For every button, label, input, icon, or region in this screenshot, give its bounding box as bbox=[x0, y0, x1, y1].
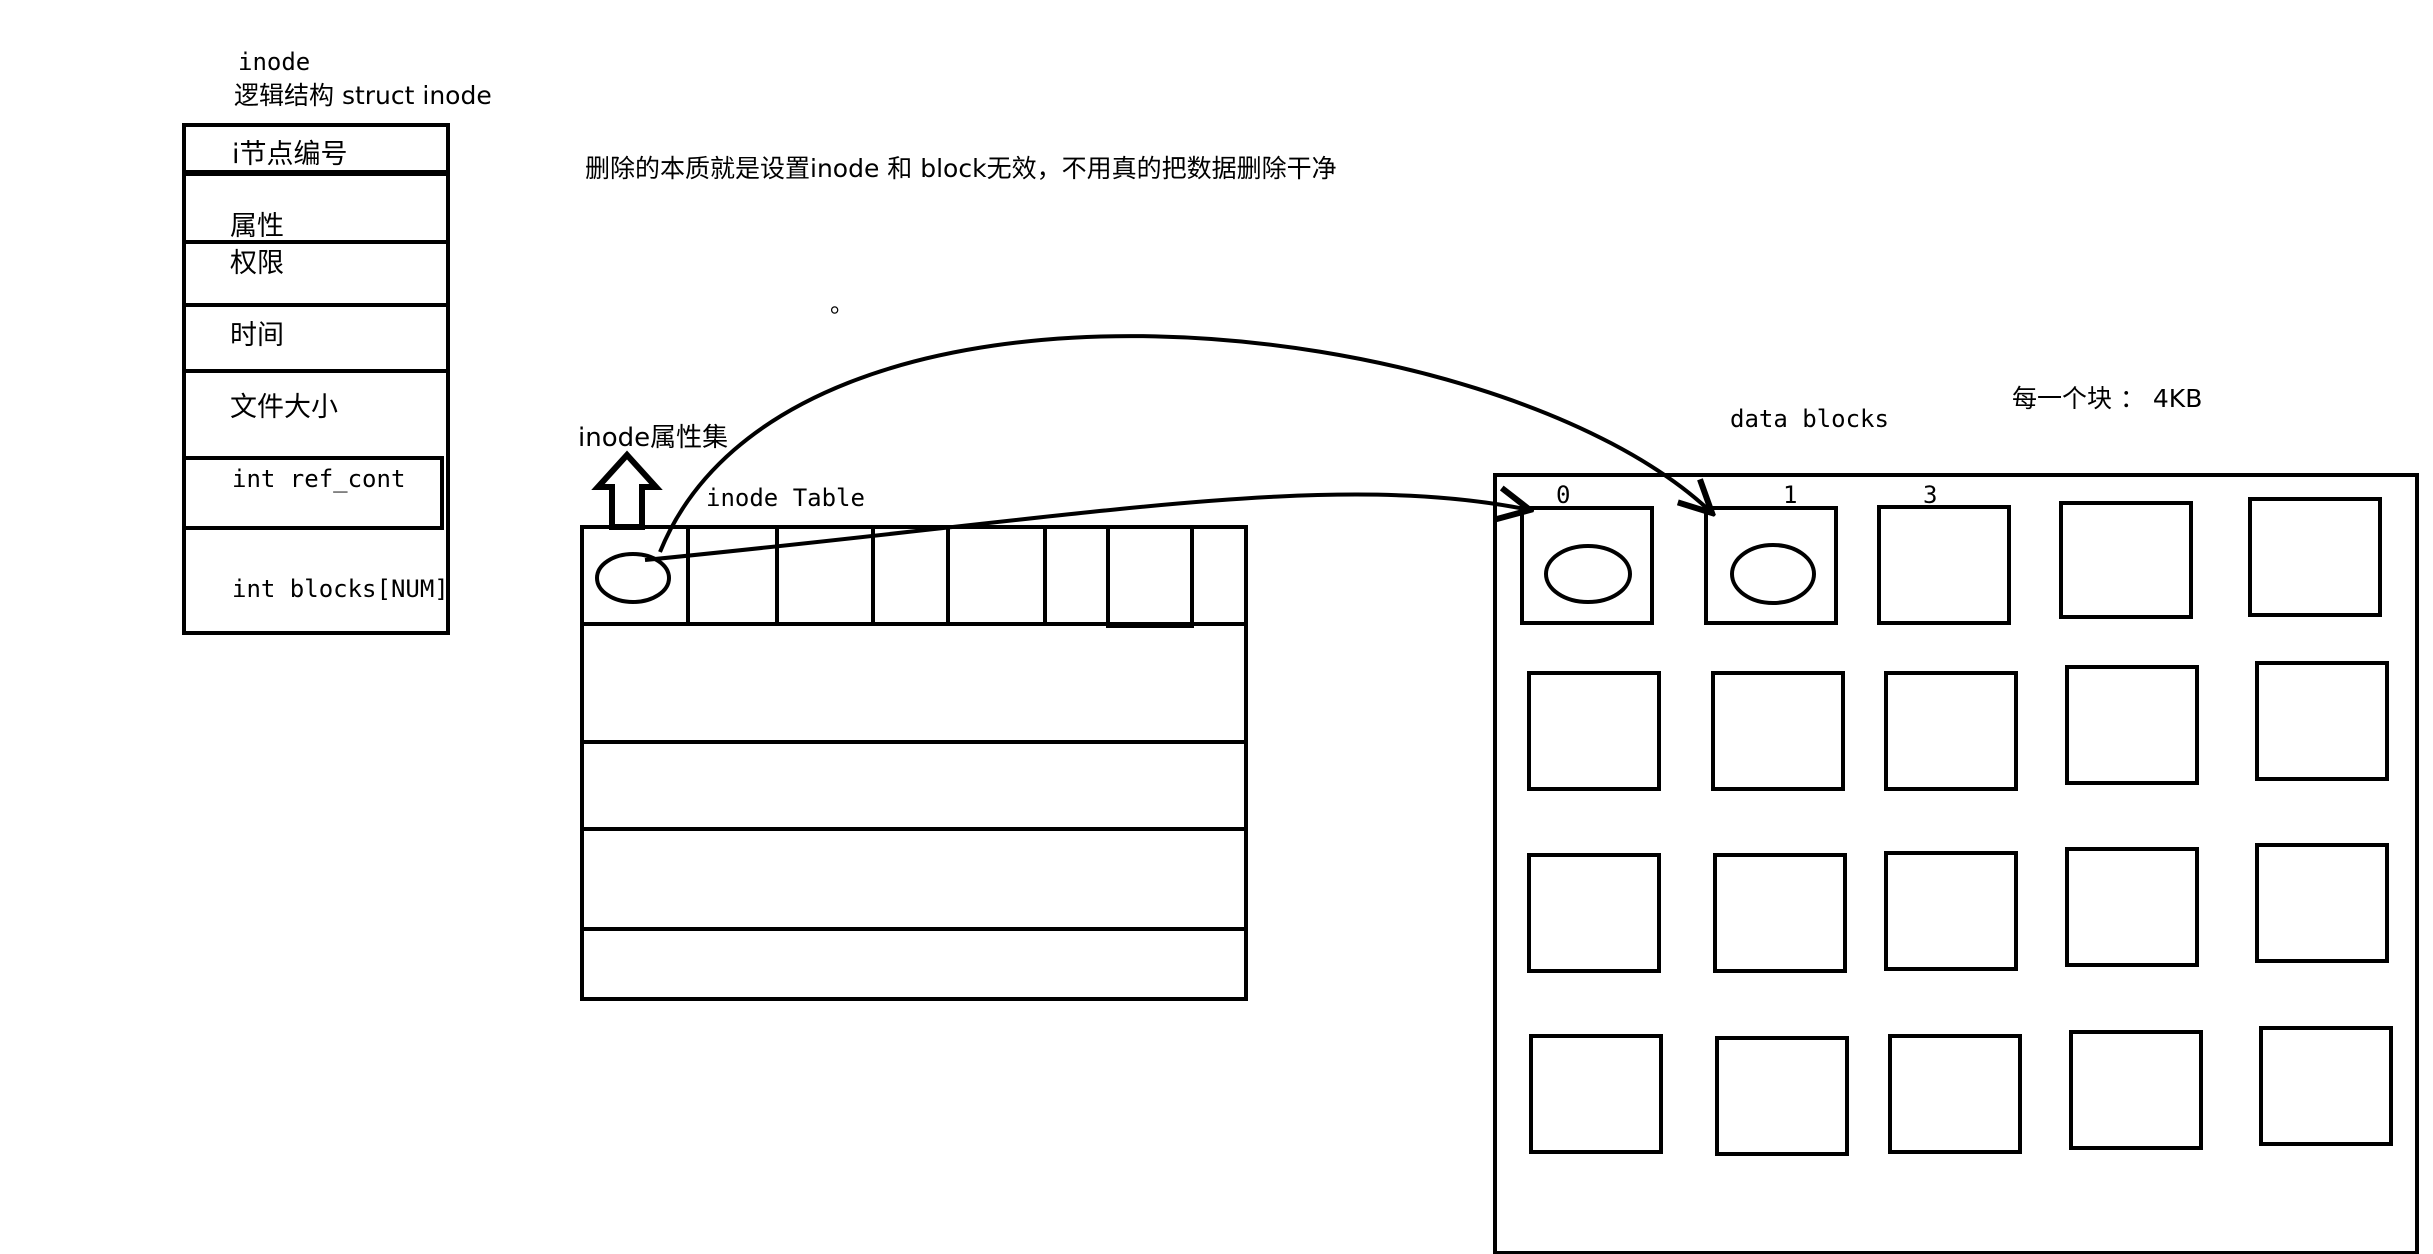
data-blocks-area bbox=[1493, 473, 2419, 1254]
inode-field-number: i节点编号 bbox=[232, 139, 348, 170]
inode-struct-title: inode bbox=[238, 48, 310, 76]
data-block bbox=[1704, 506, 1838, 625]
inode-table-label: inode Table bbox=[706, 484, 865, 512]
data-block bbox=[1884, 671, 2018, 791]
inode-field-permissions: 权限 bbox=[230, 248, 284, 279]
block-index-3: 3 bbox=[1923, 481, 1937, 509]
data-block bbox=[2255, 843, 2389, 963]
data-block bbox=[1877, 505, 2011, 625]
up-arrow-icon bbox=[591, 450, 663, 530]
block-index-0: 0 bbox=[1556, 481, 1570, 509]
data-block bbox=[1527, 671, 1661, 791]
inode-field-ref-count: int ref_cont bbox=[232, 465, 405, 493]
arrow-to-block-1 bbox=[658, 334, 1712, 553]
inode-table bbox=[580, 525, 1248, 1001]
data-block bbox=[1529, 1034, 1663, 1154]
arrow-to-block-0 bbox=[644, 495, 1530, 562]
block-index-1: 1 bbox=[1783, 481, 1797, 509]
stray-mark: 。 bbox=[830, 290, 854, 318]
block-size-note: 每一个块 ： 4KB bbox=[2012, 384, 2202, 413]
inode-struct-box bbox=[182, 123, 450, 635]
inode-field-blocks: int blocks[NUM] bbox=[232, 575, 449, 603]
data-block bbox=[2065, 665, 2199, 785]
data-block bbox=[2069, 1030, 2203, 1150]
data-block bbox=[1888, 1034, 2022, 1154]
inode-attr-label: inode属性集 bbox=[578, 423, 728, 453]
inode-field-attributes: 属性 bbox=[230, 211, 284, 242]
data-block bbox=[2259, 1026, 2393, 1146]
inode-field-size: 文件大小 bbox=[230, 392, 338, 423]
data-block bbox=[2248, 497, 2382, 617]
data-block bbox=[1711, 671, 1845, 791]
data-block bbox=[1884, 851, 2018, 971]
data-block bbox=[2255, 661, 2389, 781]
data-block bbox=[1520, 506, 1654, 625]
data-blocks-label: data blocks bbox=[1730, 405, 1889, 433]
inode-field-time: 时间 bbox=[230, 320, 284, 351]
data-block bbox=[1713, 853, 1847, 973]
inode-struct-subtitle: 逻辑结构 struct inode bbox=[234, 81, 492, 110]
data-block bbox=[2059, 501, 2193, 619]
data-block bbox=[2065, 847, 2199, 967]
data-block bbox=[1715, 1036, 1849, 1156]
data-block bbox=[1527, 853, 1661, 973]
delete-note: 删除的本质就是设置inode 和 block无效，不用真的把数据删除干净 bbox=[585, 154, 1337, 183]
